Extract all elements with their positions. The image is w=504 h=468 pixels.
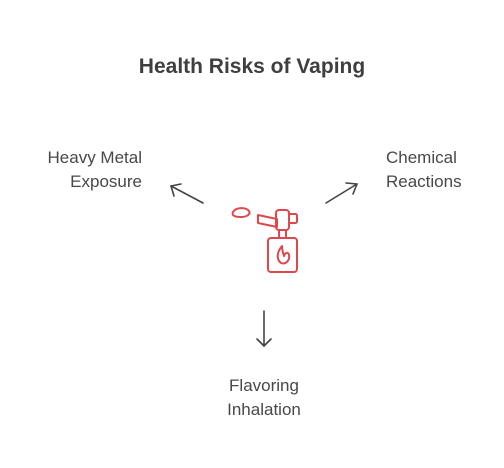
diagram-title: Health Risks of Vaping bbox=[138, 55, 366, 78]
node-heavy-metal-exposure: Heavy Metal Exposure bbox=[48, 146, 142, 194]
node-label-line: Inhalation bbox=[227, 400, 301, 419]
arrow-to-chemical-reactions bbox=[325, 182, 358, 204]
node-label-line: Flavoring bbox=[229, 376, 299, 395]
node-label-line: Exposure bbox=[70, 172, 142, 191]
node-label-line: Reactions bbox=[386, 172, 462, 191]
arrow-to-heavy-metal bbox=[170, 183, 204, 204]
node-label-line: Heavy Metal bbox=[47, 148, 142, 167]
spray-bottle-flame-icon bbox=[231, 207, 298, 273]
arrow-to-flavoring-inhalation bbox=[256, 310, 272, 347]
node-chemical-reactions: Chemical Reactions bbox=[386, 146, 462, 194]
node-label-line: Chemical bbox=[386, 148, 457, 167]
node-flavoring-inhalation: Flavoring Inhalation bbox=[164, 374, 364, 422]
